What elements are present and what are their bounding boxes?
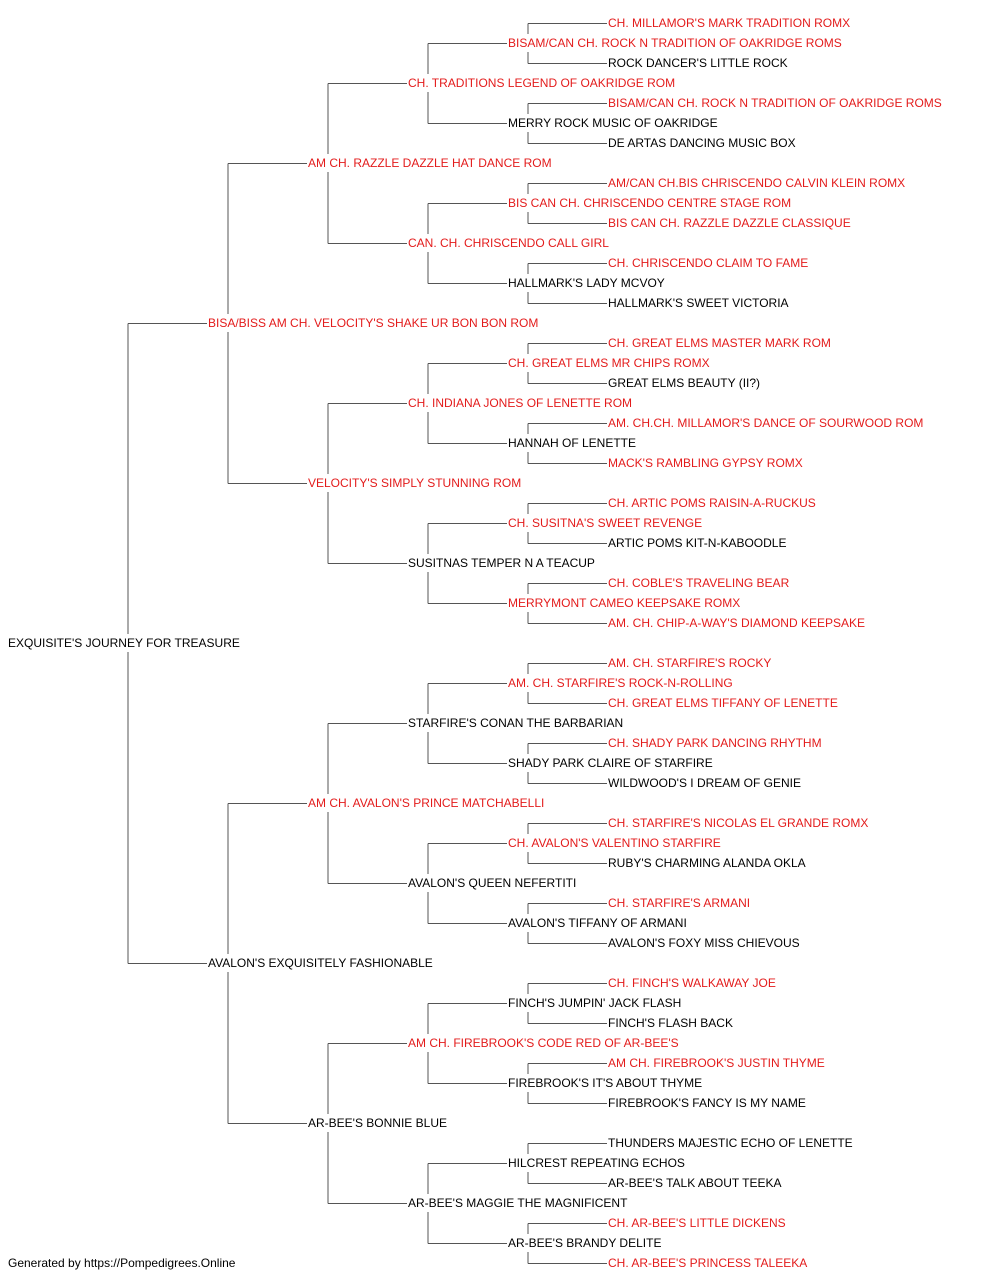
dog-name-gen5-sdsdd: MACK'S RAMBLING GYPSY ROMX [608, 456, 803, 470]
dog-name-gen5-dddds: CH. AR-BEE'S LITTLE DICKENS [608, 1216, 786, 1230]
dog-name-gen3-dsd: AVALON'S QUEEN NEFERTITI [408, 876, 576, 890]
dog-name-gen3-sds: CH. INDIANA JONES OF LENETTE ROM [408, 396, 632, 410]
dog-name-gen5-sdddd: AM. CH. CHIP-A-WAY'S DIAMOND KEEPSAKE [608, 616, 865, 630]
dog-name-gen5-sssss: CH. MILLAMOR'S MARK TRADITION ROMX [608, 16, 850, 30]
dog-name-gen5-ddsss: CH. FINCH'S WALKAWAY JOE [608, 976, 776, 990]
dog-name-gen4-ssss: BISAM/CAN CH. ROCK N TRADITION OF OAKRID… [508, 36, 842, 50]
dog-name-gen5-ssdsd: BIS CAN CH. RAZZLE DAZZLE CLASSIQUE [608, 216, 851, 230]
dog-name-gen5-sddss: CH. ARTIC POMS RAISIN-A-RUCKUS [608, 496, 816, 510]
dog-name-gen4-ddds: HILCREST REPEATING ECHOS [508, 1156, 685, 1170]
dog-name-gen3-ssd: CAN. CH. CHRISCENDO CALL GIRL [408, 236, 609, 250]
dog-name-gen4-ssds: BIS CAN CH. CHRISCENDO CENTRE STAGE ROM [508, 196, 791, 210]
dog-name-gen5-dsdsd: RUBY'S CHARMING ALANDA OKLA [608, 856, 806, 870]
dog-name-gen3-dds: AM CH. FIREBROOK'S CODE RED OF AR-BEE'S [408, 1036, 679, 1050]
dog-name-gen5-ssssd: ROCK DANCER'S LITTLE ROCK [608, 56, 788, 70]
dog-name-gen5-sssdd: DE ARTAS DANCING MUSIC BOX [608, 136, 796, 150]
dog-name-gen2-ds: AM CH. AVALON'S PRINCE MATCHABELLI [308, 796, 544, 810]
generated-by-footer: Generated by https://Pompedigrees.Online [8, 1256, 236, 1270]
dog-name-gen4-sdss: CH. GREAT ELMS MR CHIPS ROMX [508, 356, 710, 370]
dog-name-gen3-sdd: SUSITNAS TEMPER N A TEACUP [408, 556, 595, 570]
dog-name-gen4-sssd: MERRY ROCK MUSIC OF OAKRIDGE [508, 116, 718, 130]
dog-name-gen5-sdssd: GREAT ELMS BEAUTY (II?) [608, 376, 760, 390]
dog-name-gen2-dd: AR-BEE'S BONNIE BLUE [308, 1116, 447, 1130]
dog-name-gen5-dsssd: CH. GREAT ELMS TIFFANY OF LENETTE [608, 696, 838, 710]
dog-name-gen5-sdsds: AM. CH.CH. MILLAMOR'S DANCE OF SOURWOOD … [608, 416, 923, 430]
dog-name-gen5-dssds: CH. SHADY PARK DANCING RHYTHM [608, 736, 822, 750]
dog-name-gen4-dsdd: AVALON'S TIFFANY OF ARMANI [508, 916, 687, 930]
dog-name-gen4-dsss: AM. CH. STARFIRE'S ROCK-N-ROLLING [508, 676, 733, 690]
dog-name-gen4-ssdd: HALLMARK'S LADY MCVOY [508, 276, 665, 290]
dog-name-gen5-dsdds: CH. STARFIRE'S ARMANI [608, 896, 750, 910]
dog-name-gen4-dsds: CH. AVALON'S VALENTINO STARFIRE [508, 836, 721, 850]
dog-name-gen5-sddds: CH. COBLE'S TRAVELING BEAR [608, 576, 790, 590]
dog-name-gen5-sddsd: ARTIC POMS KIT-N-KABOODLE [608, 536, 786, 550]
dog-name-gen5-dddss: THUNDERS MAJESTIC ECHO OF LENETTE [608, 1136, 853, 1150]
dog-name-gen5-ddssd: FINCH'S FLASH BACK [608, 1016, 733, 1030]
dog-name-gen5-ssdds: CH. CHRISCENDO CLAIM TO FAME [608, 256, 808, 270]
dog-name-gen0: EXQUISITE'S JOURNEY FOR TREASURE [8, 636, 240, 650]
dog-name-gen4-ddsd: FIREBROOK'S IT'S ABOUT THYME [508, 1076, 702, 1090]
dog-name-gen4-ddss: FINCH'S JUMPIN' JACK FLASH [508, 996, 681, 1010]
dog-name-gen3-sss: CH. TRADITIONS LEGEND OF OAKRIDGE ROM [408, 76, 675, 90]
dog-name-gen5-dsddd: AVALON'S FOXY MISS CHIEVOUS [608, 936, 800, 950]
dog-name-gen4-dssd: SHADY PARK CLAIRE OF STARFIRE [508, 756, 713, 770]
dog-name-gen2-ss: AM CH. RAZZLE DAZZLE HAT DANCE ROM [308, 156, 552, 170]
dog-name-gen5-ddddd: CH. AR-BEE'S PRINCESS TALEEKA [608, 1256, 807, 1270]
dog-name-gen5-ddsds: AM CH. FIREBROOK'S JUSTIN THYME [608, 1056, 825, 1070]
dog-name-gen5-dsdss: CH. STARFIRE'S NICOLAS EL GRANDE ROMX [608, 816, 868, 830]
dog-name-gen5-dssss: AM. CH. STARFIRE'S ROCKY [608, 656, 771, 670]
dog-name-gen5-ssddd: HALLMARK'S SWEET VICTORIA [608, 296, 789, 310]
dog-name-gen5-sdsss: CH. GREAT ELMS MASTER MARK ROM [608, 336, 831, 350]
dog-name-gen5-dddsd: AR-BEE'S TALK ABOUT TEEKA [608, 1176, 781, 1190]
dog-name-gen5-ddsdd: FIREBROOK'S FANCY IS MY NAME [608, 1096, 806, 1110]
dog-name-gen1-d: AVALON'S EXQUISITELY FASHIONABLE [208, 956, 433, 970]
dog-name-gen4-sdds: CH. SUSITNA'S SWEET REVENGE [508, 516, 702, 530]
dog-name-gen4-sddd: MERRYMONT CAMEO KEEPSAKE ROMX [508, 596, 740, 610]
dog-name-gen5-dssdd: WILDWOOD'S I DREAM OF GENIE [608, 776, 801, 790]
dog-name-gen4-dddd: AR-BEE'S BRANDY DELITE [508, 1236, 661, 1250]
dog-name-gen5-sssds: BISAM/CAN CH. ROCK N TRADITION OF OAKRID… [608, 96, 942, 110]
dog-name-gen1-s: BISA/BISS AM CH. VELOCITY'S SHAKE UR BON… [208, 316, 538, 330]
dog-name-gen5-ssdss: AM/CAN CH.BIS CHRISCENDO CALVIN KLEIN RO… [608, 176, 905, 190]
dog-name-gen3-dss: STARFIRE'S CONAN THE BARBARIAN [408, 716, 623, 730]
dog-name-gen3-ddd: AR-BEE'S MAGGIE THE MAGNIFICENT [408, 1196, 628, 1210]
dog-name-gen4-sdsd: HANNAH OF LENETTE [508, 436, 636, 450]
dog-name-gen2-sd: VELOCITY'S SIMPLY STUNNING ROM [308, 476, 521, 490]
